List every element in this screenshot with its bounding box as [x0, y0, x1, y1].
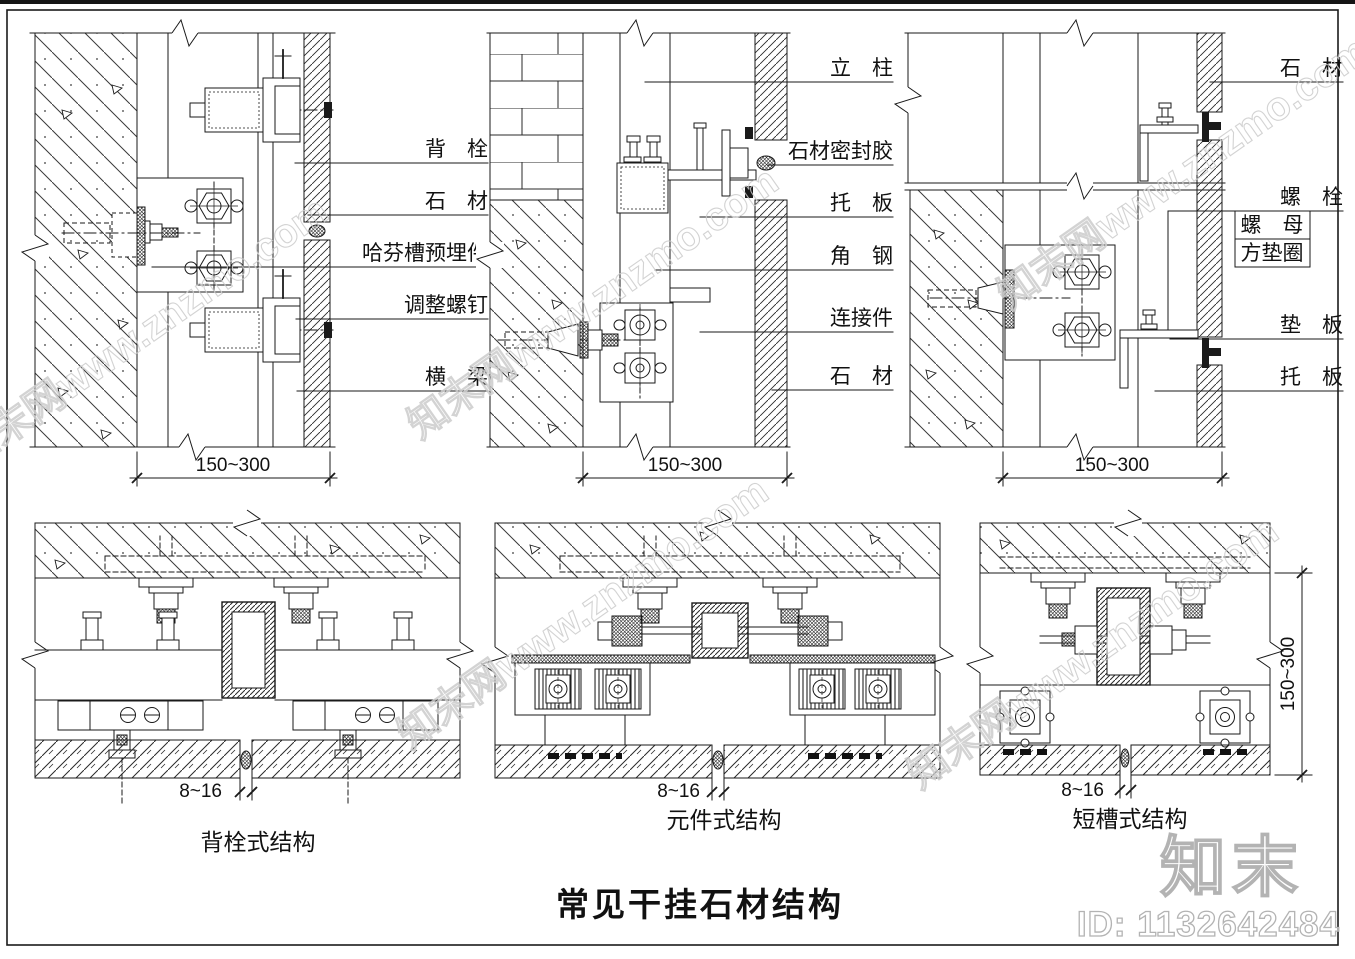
detail-short-slot-plan: 150~300 8~16 短槽式结构 [965, 509, 1313, 832]
detail-element-plan: 8~16 元件式结构 [480, 509, 955, 833]
labels-back-bolt: 背 栓 石 材 哈芬槽预埋件 调整螺钉 横 梁 [151, 138, 489, 392]
label-bolt: 螺 栓 [1280, 186, 1343, 209]
labels-element: 立 柱 石材密封胶 托 板 角 钢 连接件 石 材 [644, 57, 894, 391]
dim-span-2: 150~300 [648, 455, 723, 476]
label-stone-3: 石 材 [1280, 57, 1343, 80]
label-nut: 螺 母 [1241, 214, 1304, 237]
label-back-bolt: 背 栓 [425, 138, 488, 161]
caption-short-slot: 短槽式结构 [1073, 806, 1188, 832]
label-stone-2: 石 材 [830, 365, 893, 388]
dim-joint-3: 8~16 [1061, 780, 1104, 801]
beam-studs [80, 611, 415, 651]
label-adjusting-screw: 调整螺钉 [404, 294, 488, 317]
sheet-top-edge [0, 0, 1355, 4]
label-support-plate-2: 托 板 [830, 192, 893, 215]
dim-joint-2: 8~16 [657, 781, 700, 802]
dim-vertical: 150~300 [1278, 637, 1299, 712]
dim-joint-1: 8~16 [179, 781, 222, 802]
label-angle-steel: 角 钢 [830, 245, 893, 268]
detail-short-slot-section: 150~300 [893, 18, 1230, 487]
sheet-border [6, 9, 1339, 946]
dim-span-1: 150~300 [196, 455, 271, 476]
label-support-plate-3: 托 板 [1280, 366, 1343, 389]
detail-element-section: 150~300 [475, 18, 795, 487]
site-watermarks: 知末网www.znzmo.com 知末网www.znzmo.com 知末网www… [0, 28, 1355, 798]
labels-short-slot: 石 材 螺 栓 螺 母 方垫圈 垫 板 托 板 [1154, 57, 1344, 392]
brand-watermark: 知末 ID: 1132642484 [1076, 829, 1340, 944]
dim-span-3: 150~300 [1075, 455, 1150, 476]
label-halfen-channel: 哈芬槽预埋件 [362, 242, 488, 265]
label-square-washer: 方垫圈 [1241, 242, 1304, 265]
label-stone-sealant: 石材密封胶 [788, 140, 893, 163]
detail-back-bolt-section: 150~300 [20, 18, 338, 487]
logo-watermark: 知末 [1160, 830, 1304, 904]
id-watermark: ID: 1132642484 [1077, 905, 1340, 944]
label-cross-beam: 横 梁 [425, 366, 488, 389]
caption-back-bolt: 背栓式结构 [201, 829, 316, 855]
caption-element: 元件式结构 [667, 807, 782, 833]
watermark-text-3: 知末网www.znzmo.com [990, 29, 1355, 318]
label-vertical-post: 立 柱 [830, 57, 893, 80]
label-stone-1: 石 材 [425, 190, 488, 213]
sheet-title: 常见干挂石材结构 [556, 886, 844, 923]
detail-back-bolt-plan: 8~16 背栓式结构 [20, 509, 475, 855]
label-connector: 连接件 [830, 307, 893, 330]
label-shim-plate: 垫 板 [1280, 314, 1343, 337]
